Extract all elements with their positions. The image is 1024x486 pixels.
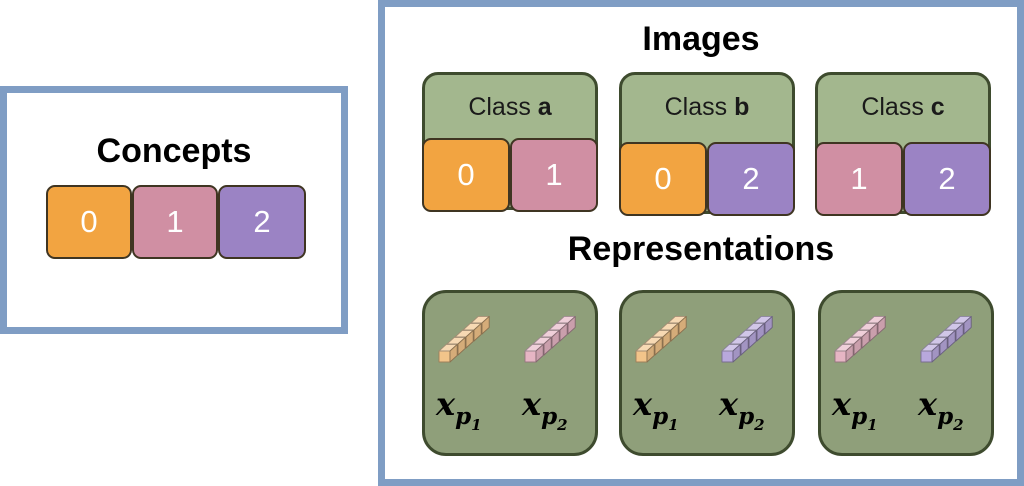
representation-var-1: xp1 xyxy=(436,385,482,434)
class-label-a: Class a xyxy=(468,93,552,121)
cube-face xyxy=(551,329,560,349)
representation-card-3: xp1 xp2 xyxy=(818,290,994,456)
concepts-title: Concepts xyxy=(96,132,252,170)
cube-face xyxy=(678,315,687,335)
cube-face xyxy=(721,350,734,363)
cube-face xyxy=(764,315,773,335)
class-c-concept-tile: 2 xyxy=(903,142,991,216)
cube-face xyxy=(646,343,655,363)
cube-face xyxy=(931,343,940,363)
cube-face xyxy=(559,322,568,342)
cube-face xyxy=(567,315,576,335)
class-c-concept-tile: 1 xyxy=(815,142,903,216)
cube-face xyxy=(457,336,466,356)
representation-bars xyxy=(635,315,773,363)
class-label-b: Class b xyxy=(664,93,750,121)
class-a-concept-tile: 0 xyxy=(422,138,510,212)
cube-face xyxy=(740,336,749,356)
cube-face xyxy=(861,329,870,349)
concept-tile-1: 1 xyxy=(132,185,218,259)
cube-face xyxy=(947,329,956,349)
representation-bars xyxy=(438,315,576,363)
cube-face xyxy=(535,343,544,363)
cube-face xyxy=(869,322,878,342)
cube-face xyxy=(756,322,765,342)
representation-card-2: xp1 xp2 xyxy=(619,290,795,456)
cube-face xyxy=(481,315,490,335)
representation-var-2: xp2 xyxy=(522,385,568,434)
class-label-c: Class c xyxy=(861,93,945,121)
cube-face xyxy=(955,322,964,342)
cube-face xyxy=(543,336,552,356)
cube-face xyxy=(473,322,482,342)
representations-title: Representations xyxy=(567,230,835,268)
cube-face xyxy=(524,350,537,363)
cube-face xyxy=(670,322,679,342)
cube-face xyxy=(662,329,671,349)
representation-var-2: xp2 xyxy=(719,385,765,434)
representation-var-2: xp2 xyxy=(918,385,964,434)
cube-face xyxy=(635,350,648,363)
cube-face xyxy=(438,350,451,363)
cube-face xyxy=(732,343,741,363)
class-b-concept-tile: 0 xyxy=(619,142,707,216)
representation-var-1: xp1 xyxy=(633,385,679,434)
concept-tile-2: 2 xyxy=(218,185,306,259)
cube-face xyxy=(877,315,886,335)
cube-face xyxy=(853,336,862,356)
cube-face xyxy=(845,343,854,363)
cube-face xyxy=(939,336,948,356)
cube-face xyxy=(834,350,847,363)
representation-var-1: xp1 xyxy=(832,385,878,434)
cube-face xyxy=(920,350,933,363)
cube-face xyxy=(449,343,458,363)
cube-face xyxy=(963,315,972,335)
cube-face xyxy=(748,329,757,349)
representation-bars xyxy=(834,315,972,363)
representation-card-1: xp1 xp2 xyxy=(422,290,598,456)
cube-face xyxy=(465,329,474,349)
images-title: Images xyxy=(642,20,760,58)
concept-tile-0: 0 xyxy=(46,185,132,259)
cube-face xyxy=(654,336,663,356)
class-a-concept-tile: 1 xyxy=(510,138,598,212)
class-b-concept-tile: 2 xyxy=(707,142,795,216)
